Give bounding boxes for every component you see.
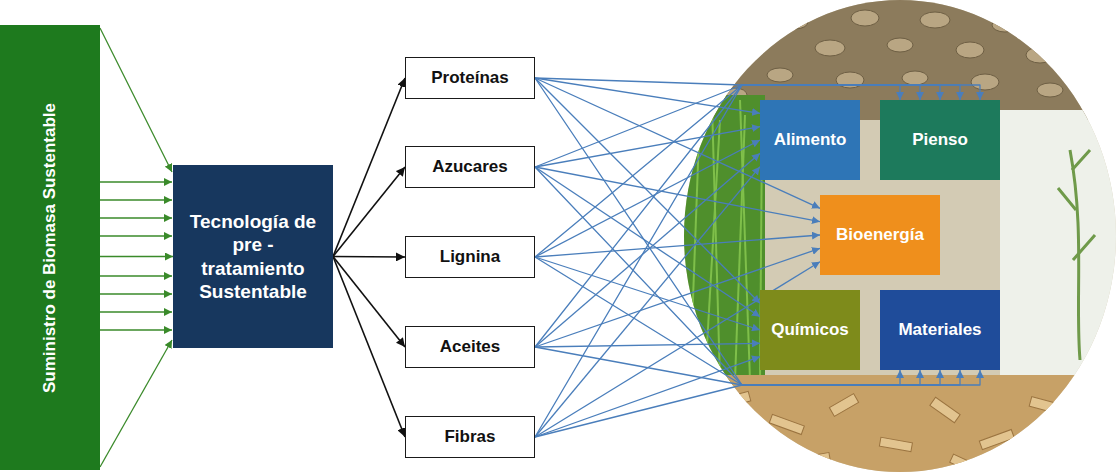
flow-arrow	[535, 85, 980, 437]
puzzle-piece: Alimento	[760, 100, 860, 180]
node-label: Azucares	[432, 157, 508, 177]
flow-arrow	[535, 140, 760, 257]
flow-arrow	[535, 370, 980, 437]
flow-arrow	[333, 78, 405, 257]
component-box: Fibras	[405, 416, 535, 458]
component-box: Proteínas	[405, 57, 535, 99]
flow-arrow	[535, 78, 900, 100]
process-box: Tecnología de pre - tratamiento Sustenta…	[173, 165, 333, 348]
node-label: Materiales	[898, 320, 981, 340]
node-label: Bioenergía	[836, 225, 924, 245]
flow-arrow	[333, 167, 405, 257]
flow-arrow	[535, 343, 760, 347]
node-label: Lignina	[440, 247, 500, 267]
node-label: Químicos	[771, 320, 848, 340]
flow-arrow	[535, 167, 760, 437]
flow-arrow	[535, 78, 760, 113]
flow-arrow	[333, 257, 405, 438]
flow-arrow	[333, 256, 405, 258]
node-label: Suministro de Biomasa Sustentable	[40, 102, 60, 392]
flow-arrow	[535, 357, 760, 437]
flow-arrow	[333, 257, 405, 348]
node-label: Proteínas	[431, 68, 508, 88]
flow-arrow	[535, 153, 760, 347]
component-box: Lignina	[405, 236, 535, 278]
puzzle-piece: Pienso	[880, 100, 1000, 180]
puzzle-piece: Químicos	[760, 290, 860, 370]
flow-arrow	[535, 235, 820, 257]
flow-arrow	[100, 256, 173, 257]
node-label: Fibras	[444, 427, 495, 447]
supply-bar: Suministro de Biomasa Sustentable	[0, 25, 100, 470]
node-label: Alimento	[774, 130, 847, 150]
component-box: Azucares	[405, 146, 535, 188]
node-label: Pienso	[912, 130, 968, 150]
puzzle-piece: Bioenergía	[820, 195, 940, 275]
component-box: Aceites	[405, 326, 535, 368]
node-label: Tecnología de pre - tratamiento Sustenta…	[183, 210, 323, 303]
node-label: Aceites	[440, 337, 500, 357]
puzzle-piece: Materiales	[880, 290, 1000, 370]
flow-arrow	[535, 127, 760, 167]
